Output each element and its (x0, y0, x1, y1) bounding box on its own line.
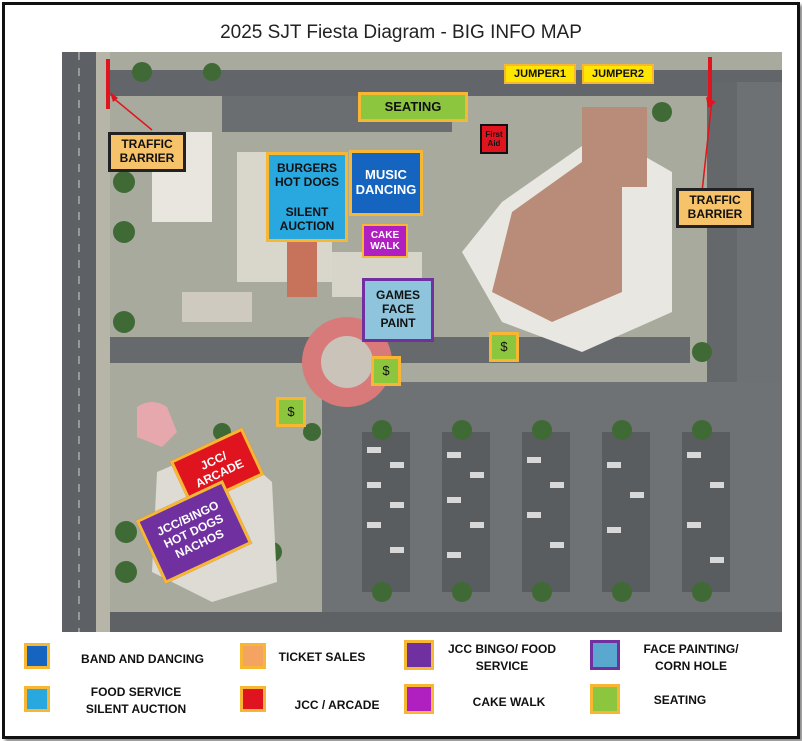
legend-label-band: BAND AND DANCING (81, 652, 204, 666)
ticket-sales-1: $ (489, 332, 519, 362)
jumper2-label: JUMPER2 (582, 64, 654, 84)
legend-label-ticket: TICKET SALES (278, 650, 366, 664)
legend-swatch-food (24, 686, 50, 712)
food-service-block: BURGERS HOT DOGS SILENT AUCTION (266, 152, 348, 242)
aerial-map: JUMPER1 JUMPER2 SEATING First Aid TRAFFI… (62, 52, 782, 632)
legend-swatch-band (24, 643, 50, 669)
traffic-barrier-right: TRAFFIC BARRIER (676, 188, 754, 228)
seating-label: SEATING (358, 92, 468, 122)
legend-label-food: FOOD SERVICE SILENT AUCTION (85, 685, 187, 717)
legend-swatch-ticket (240, 643, 266, 669)
legend-swatch-arcade (240, 686, 266, 712)
legend-label-cake: CAKE WALK (472, 695, 546, 709)
first-aid-label: First Aid (480, 124, 508, 154)
cake-walk-label: CAKE WALK (362, 224, 408, 258)
legend-label-arcade: JCC / ARCADE (294, 698, 380, 712)
games-face-paint-label: GAMES FACE PAINT (362, 278, 434, 342)
legend-swatch-face (590, 640, 620, 670)
legend-swatch-cake (404, 684, 434, 714)
legend-label-seating: SEATING (653, 693, 707, 707)
jumper1-label: JUMPER1 (504, 64, 576, 84)
legend-label-face: FACE PAINTING/ CORN HOLE (643, 642, 739, 674)
ticket-sales-2: $ (371, 356, 401, 386)
traffic-barrier-left: TRAFFIC BARRIER (108, 132, 186, 172)
page-title: 2025 SJT Fiesta Diagram - BIG INFO MAP (220, 22, 582, 43)
music-dancing-label: MUSIC DANCING (349, 150, 423, 216)
burgers-label: BURGERS HOT DOGS (274, 161, 339, 189)
legend-swatch-seating (590, 684, 620, 714)
legend-swatch-jcc-bingo (404, 640, 434, 670)
legend-label-jcc-bingo: JCC BINGO/ FOOD SERVICE (447, 642, 556, 674)
silent-auction-label: SILENT AUCTION (279, 205, 335, 233)
ticket-sales-3: $ (276, 397, 306, 427)
